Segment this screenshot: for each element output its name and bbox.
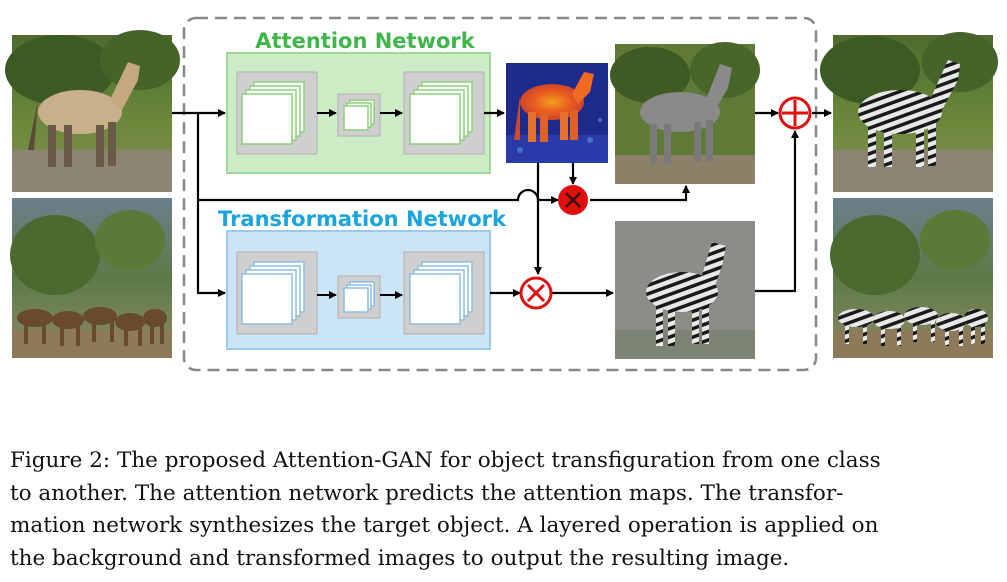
figure-caption: Figure 2: The proposed Attention-GAN for… xyxy=(10,445,1000,575)
output-image-zebra-herd xyxy=(830,198,993,358)
circled-times-icon xyxy=(558,185,588,215)
input-image-horse-herd xyxy=(10,198,172,358)
circled-times-icon xyxy=(519,276,553,310)
attention-network-title: Attention Network xyxy=(255,29,475,53)
generator-container xyxy=(182,16,818,372)
input-image-horse xyxy=(5,30,180,192)
caption-line: Figure 2: The proposed Attention-GAN for… xyxy=(10,448,881,473)
caption-line: the background and transformed images to… xyxy=(10,545,790,571)
caption-line: to another. The attention network predic… xyxy=(10,480,844,506)
circled-plus-icon xyxy=(778,96,812,130)
connection-arrows xyxy=(172,109,832,297)
attention-map-image xyxy=(506,63,608,163)
output-image-zebra xyxy=(820,32,998,192)
transformed-zebra-image xyxy=(615,221,755,359)
caption-line: mation network synthesizes the target ob… xyxy=(10,513,879,538)
attention-network: Attention Network xyxy=(226,29,491,174)
background-masked-image xyxy=(610,42,760,184)
attention-gan-diagram: Attention Network Transformation Network xyxy=(5,16,998,372)
transformation-network-title: Transformation Network xyxy=(218,207,507,231)
transformation-network: Transformation Network xyxy=(218,207,507,350)
